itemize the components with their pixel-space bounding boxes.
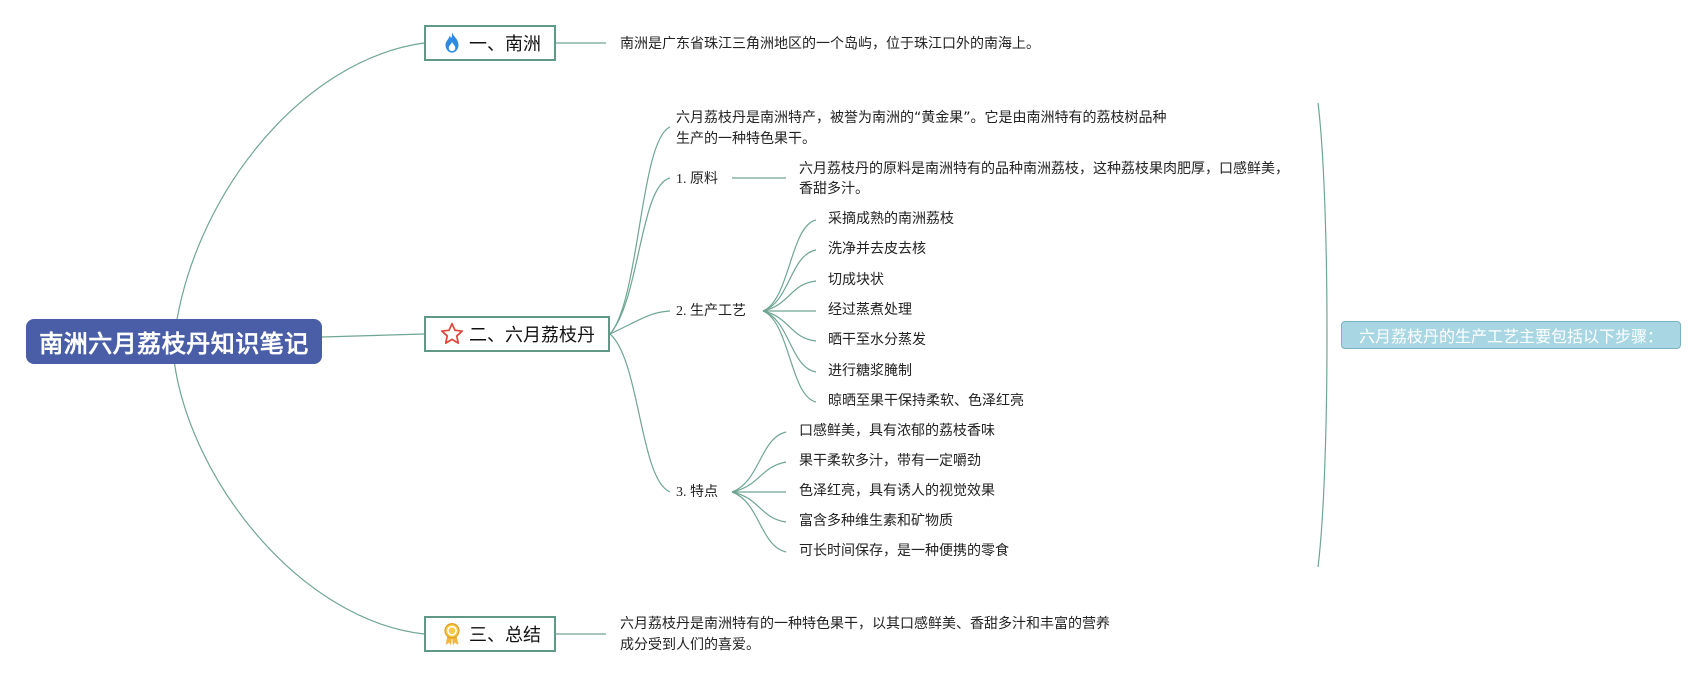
award-ribbon-icon (439, 621, 465, 647)
connector-b2-intro (609, 126, 671, 335)
feature-item: 富含多种维生素和矿物质 (799, 513, 953, 529)
raw-material-line-1: 六月荔枝丹的原料是南洲特有的品种南洲荔枝，这种荔枝果肉肥厚，口感鲜美， (799, 161, 1289, 177)
feature-item: 口感鲜美，具有浓郁的荔枝香味 (799, 423, 995, 439)
branch-label: 二、六月荔枝丹 (469, 325, 595, 346)
connector-step-1 (762, 219, 817, 312)
summary-note-line-1: 六月荔枝丹是南洲特有的一种特色果干，以其口感鲜美、香甜多汁和丰富的营养 (620, 616, 1110, 632)
raw-material-line-2: 香甜多汁。 (799, 181, 869, 197)
intro-line-1: 六月荔枝丹是南洲特产，被誉为南洲的“黄金果”。它是由南洲特有的荔枝树品种 (676, 110, 1167, 126)
connector-root-b1 (173, 42, 425, 341)
connector-item-2 (731, 461, 787, 493)
process-step: 洗净并去皮去核 (828, 241, 926, 257)
process-step: 晾晒至果干保持柔软、色泽红亮 (828, 393, 1024, 409)
star-icon (439, 321, 465, 347)
process-step: 晒干至水分蒸发 (828, 332, 926, 348)
connector-step-2 (762, 249, 817, 312)
branch-lychee-dan[interactable]: 二、六月荔枝丹 (424, 316, 610, 352)
connector-b2-sub3 (609, 333, 671, 493)
connector-step-5 (762, 310, 817, 342)
summary-callout[interactable]: 六月荔枝丹的生产工艺主要包括以下步骤： (1341, 321, 1681, 349)
connector-root-b2 (321, 333, 425, 338)
root-topic[interactable]: 南洲六月荔枝丹知识笔记 (26, 319, 322, 364)
branch-label: 三、总结 (469, 625, 541, 646)
connector-root-b3 (173, 359, 425, 635)
connector-b2-sub2 (609, 310, 671, 335)
subtopic-raw-material[interactable]: 1. 原料 (676, 172, 718, 187)
process-step: 进行糖浆腌制 (828, 363, 912, 379)
connector-item-4 (731, 491, 787, 523)
process-step: 采摘成熟的南洲荔枝 (828, 211, 954, 227)
feature-item: 可长时间保存，是一种便携的零食 (799, 543, 1009, 559)
connector-item-1 (731, 431, 787, 493)
branch-label: 一、南洲 (469, 34, 541, 55)
feature-item: 果干柔软多汁，带有一定嚼劲 (799, 453, 981, 469)
process-step: 切成块状 (828, 272, 884, 288)
connector-item-5 (731, 491, 787, 553)
subtopic-features[interactable]: 3. 特点 (676, 485, 718, 500)
process-step: 经过蒸煮处理 (828, 302, 912, 318)
connector-b2-sub1 (609, 177, 671, 335)
branch-summary[interactable]: 三、总结 (424, 616, 556, 652)
connector-step-7 (762, 310, 817, 403)
branch-nanzhou[interactable]: 一、南洲 (424, 25, 556, 61)
connector-step-6 (762, 310, 817, 373)
intro-line-2: 生产的一种特色果干。 (676, 131, 816, 147)
summary-note-line-2: 成分受到人们的喜爱。 (620, 637, 760, 653)
feature-item: 色泽红亮，具有诱人的视觉效果 (799, 483, 995, 499)
fire-icon (439, 30, 465, 56)
summary-bracket (1317, 102, 1328, 568)
nanzhou-note: 南洲是广东省珠江三角洲地区的一个岛屿，位于珠江口外的南海上。 (620, 36, 1040, 52)
connector-step-3 (762, 280, 817, 312)
subtopic-process[interactable]: 2. 生产工艺 (676, 304, 746, 319)
